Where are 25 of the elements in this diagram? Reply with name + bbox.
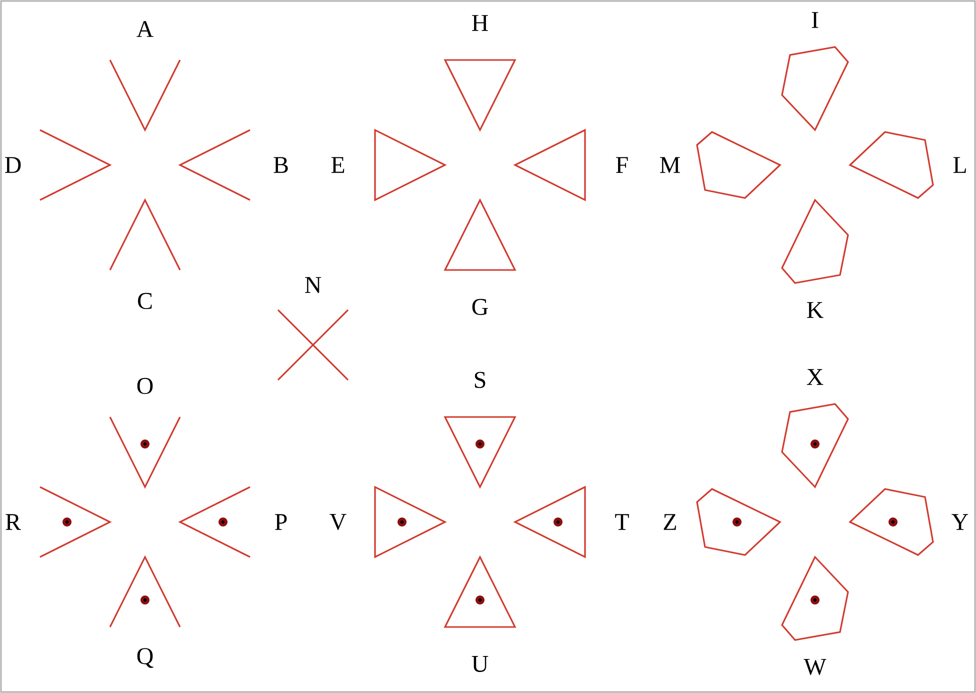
- letter-label: G: [472, 298, 488, 316]
- letter-label: F: [616, 157, 628, 173]
- letter-label: V: [330, 514, 346, 530]
- letter-label: Q: [137, 648, 154, 668]
- letter-label: P: [275, 514, 287, 530]
- letter-label: U: [472, 656, 488, 672]
- letter-label: S: [474, 372, 486, 388]
- letter-label: N: [305, 277, 322, 293]
- letter-label: Y: [952, 514, 968, 530]
- letter-label: C: [138, 292, 152, 310]
- letter-label: I: [812, 12, 818, 28]
- letter-label: R: [6, 514, 21, 530]
- letter-label: L: [953, 157, 966, 173]
- letter-label: B: [274, 157, 288, 173]
- letter-label: Z: [664, 514, 676, 530]
- letter-label: M: [660, 157, 680, 173]
- letter-label: E: [331, 157, 344, 173]
- letter-label: O: [137, 378, 153, 394]
- letter-label: D: [5, 157, 21, 173]
- letter-label: X: [806, 369, 824, 385]
- letter-label: A: [136, 21, 154, 37]
- letter-label: T: [615, 514, 629, 530]
- letter-label: H: [472, 15, 488, 31]
- letter-label: K: [807, 302, 824, 318]
- letter-label: W: [804, 658, 826, 676]
